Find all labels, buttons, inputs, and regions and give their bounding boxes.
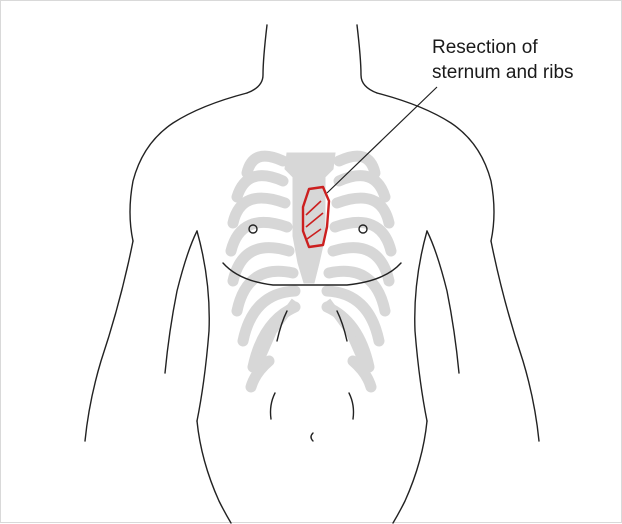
leader-line [327,87,437,193]
annotation-line-1: Resection of [432,35,574,60]
annotation-line-2: sternum and ribs [432,60,574,85]
annotation-label: Resection of sternum and ribs [432,35,574,85]
costal-margin [259,301,363,363]
